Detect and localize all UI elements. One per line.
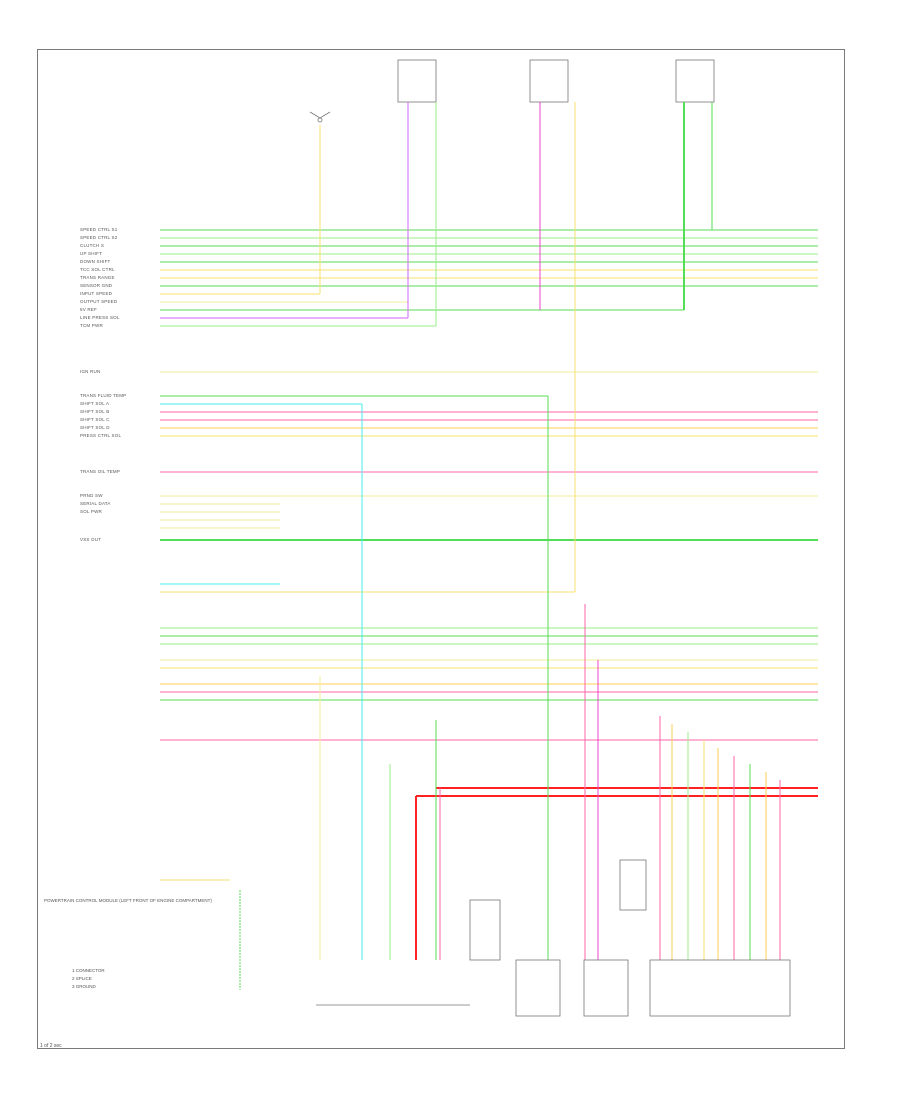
component-box-1	[515, 959, 561, 1017]
footer-code: 1 of 2 sec	[40, 1043, 62, 1049]
sensor-box-3	[675, 59, 715, 103]
component-box-5	[619, 859, 647, 911]
pin-label: IGN RUN	[80, 369, 101, 374]
connector-label: POWERTRAIN CONTROL MODULE (LEFT FRONT OF…	[44, 898, 212, 903]
top-components	[309, 59, 715, 123]
legend-1: 1 CONNECTOR	[72, 968, 105, 973]
diagram-frame	[37, 49, 845, 1049]
pin-label: SPEED CTRL S2	[80, 235, 118, 240]
pin-label: SHIFT SOL B	[80, 409, 110, 414]
pin-label: OUTPUT SPEED	[80, 299, 118, 304]
horizontal-wires	[160, 229, 818, 881]
pin-label: UP SHIFT	[80, 251, 103, 256]
bottom-components	[316, 859, 791, 1017]
sensor-box-2	[529, 59, 569, 103]
pin-label: TCM PWR	[80, 323, 103, 328]
pin-label: 5V REF	[80, 307, 97, 312]
pin-label: SHIFT SOL D	[80, 425, 110, 430]
pin-label: INPUT SPEED	[80, 291, 113, 296]
pin-label: SERIAL DATA	[80, 501, 111, 506]
sensor-box-1	[397, 59, 437, 103]
pin-label: PRESS CTRL SOL	[80, 433, 122, 438]
component-box-2	[583, 959, 629, 1017]
pin-label: SENSOR GND	[80, 283, 113, 288]
pin-label: TRANS FLUID TEMP	[80, 393, 127, 398]
pin-label: TRANS OIL TEMP	[80, 469, 121, 474]
component-box-4	[469, 899, 501, 961]
pin-label: TRANS RANGE	[80, 275, 115, 280]
pin-label: LINE PRESS SOL	[80, 315, 120, 320]
switch-symbol	[309, 111, 331, 119]
pin-label: TCC SOL CTRL	[80, 267, 115, 272]
pin-label: SOL PWR	[80, 509, 102, 514]
pin-label: DOWN SHIFT	[80, 259, 111, 264]
pin-label: VSS OUT	[80, 537, 102, 542]
pin-label: PRND SW	[80, 493, 103, 498]
pin-label: SPEED CTRL S1	[80, 227, 118, 232]
vertical-wires	[239, 102, 781, 990]
component-box-3	[649, 959, 791, 1017]
pin-label: SHIFT SOL A	[80, 401, 110, 406]
pin-label: SHIFT SOL C	[80, 417, 110, 422]
legend-2: 2 SPLICE	[72, 976, 92, 981]
legend-3: 3 GROUND	[72, 984, 96, 989]
pin-label: CLUTCH S	[80, 243, 105, 248]
